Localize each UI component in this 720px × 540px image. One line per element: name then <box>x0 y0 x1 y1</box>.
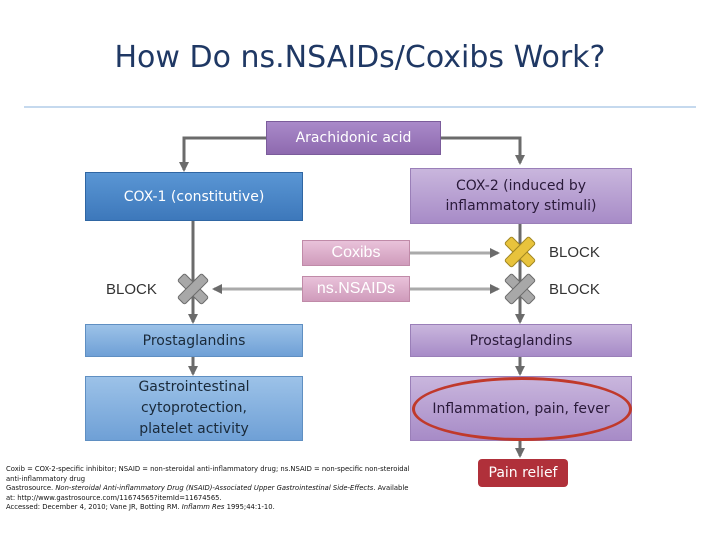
block-label-right-bottom: BLOCK <box>549 281 600 298</box>
reference-line-2: Gastrosource. Non-steroidal Anti-inflamm… <box>6 484 409 502</box>
block-label-left: BLOCK <box>106 281 157 298</box>
block-cross-left-icon <box>177 273 209 305</box>
coxibs-node: Coxibs <box>302 240 410 266</box>
prostaglandins-right-node: Prostaglandins <box>410 324 632 357</box>
cox1-node: COX-1 (constitutive) <box>85 172 303 221</box>
block-cross-right-bottom-icon <box>504 273 536 305</box>
nsnsaids-node: ns.NSAIDs <box>302 276 410 302</box>
pain-relief-badge: Pain relief <box>478 459 568 487</box>
page-title: How Do ns.NSAIDs/Coxibs Work? <box>114 40 606 75</box>
highlight-oval <box>412 377 632 441</box>
prostaglandins-left-node: Prostaglandins <box>85 324 303 357</box>
references-footnote: Coxib = COX-2-specific inhibitor; NSAID … <box>6 465 416 513</box>
reference-line-1: Coxib = COX-2-specific inhibitor; NSAID … <box>6 465 410 483</box>
block-label-right-top: BLOCK <box>549 244 600 261</box>
block-cross-right-top-icon <box>504 236 536 268</box>
title-divider <box>24 106 696 108</box>
arrow-aa-to-cox2 <box>441 136 525 165</box>
cox2-node: COX-2 (induced by inflammatory stimuli) <box>410 168 632 224</box>
arachidonic-acid-node: Arachidonic acid <box>266 121 441 155</box>
gi-cytoprotection-node: Gastrointestinal cytoprotection, platele… <box>85 376 303 441</box>
reference-line-3: Accessed: December 4, 2010; Vane JR, Bot… <box>6 503 275 512</box>
arrow-aa-to-cox1 <box>179 136 266 172</box>
